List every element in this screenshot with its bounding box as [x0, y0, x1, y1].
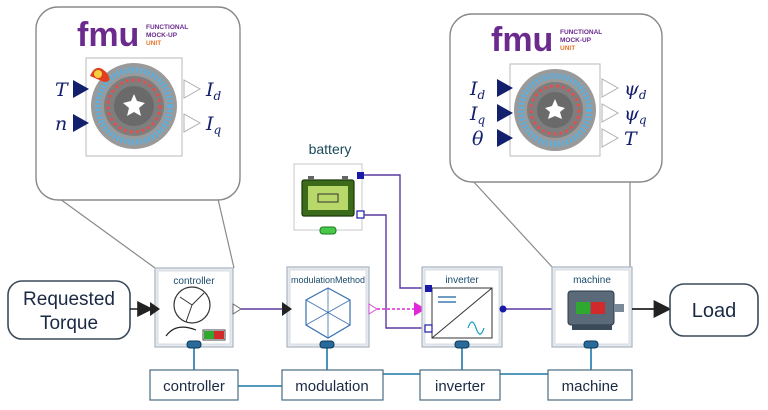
- input-label-n: n: [55, 113, 67, 135]
- input-label-T: T: [55, 79, 69, 101]
- fmu-logo-caption-2: MOCK-UP: [560, 37, 592, 44]
- motor-indicator-green: [576, 302, 590, 314]
- output-port-psiq: [601, 103, 620, 123]
- inverter-block-title: inverter: [445, 275, 479, 286]
- controller-input-port: [150, 302, 160, 316]
- fmu-logo-caption-2: MOCK-UP: [146, 32, 178, 39]
- output-port-Iq: [183, 113, 202, 133]
- input-port-T: [73, 80, 89, 98]
- output-port-Id: [183, 79, 202, 99]
- fmu-logo-caption-3: UNIT: [560, 45, 575, 52]
- inverter-input-arrow: [414, 302, 426, 316]
- input-port-Iq: [497, 104, 513, 122]
- motor-indicator-red: [591, 302, 605, 314]
- controller-block-title: controller: [173, 276, 215, 287]
- bus-label-controller: controller: [163, 378, 225, 395]
- controller-bus-port: [186, 340, 202, 349]
- fmu-logo-caption-1: FUNCTIONAL: [146, 24, 188, 31]
- bus-label-inverter: inverter: [435, 378, 485, 395]
- machine-block-title: machine: [573, 275, 611, 286]
- fmu-logo-left: fmu FUNCTIONAL MOCK-UP UNIT: [77, 16, 188, 54]
- fmu-logo-caption-3: UNIT: [146, 40, 161, 47]
- fmu-callout-left: fmu FUNCTIONAL MOCK-UP UNIT T n Id Iq: [35, 6, 241, 269]
- callout-right-leader-lines: [471, 179, 631, 269]
- inverter-block: inverter: [421, 266, 503, 349]
- input-label-theta: θ: [472, 128, 484, 150]
- modulation-bus-port: [319, 340, 335, 349]
- battery-icon-resistor: [317, 193, 339, 203]
- fmu-callout-right: fmu FUNCTIONAL MOCK-UP UNIT Id Iq θ ψd ψ…: [449, 13, 663, 269]
- battery-icon-panel: [308, 186, 348, 210]
- motor-base-icon: [572, 325, 612, 330]
- inverter-symbol-diagonal: [431, 287, 493, 339]
- battery-terminal-pos: [342, 176, 348, 180]
- input-port-theta: [497, 129, 513, 147]
- output-port-psid: [601, 78, 620, 98]
- machine-block: machine: [551, 266, 633, 349]
- inverter-dc-symbol: [438, 296, 456, 303]
- bus-connections: [193, 344, 592, 387]
- modulation-input-port: [282, 302, 292, 316]
- input-label-Iq: Iq: [469, 103, 486, 127]
- modulation-output-port: [368, 303, 378, 315]
- controller-battery-red: [214, 331, 224, 339]
- fmu-logo-caption-1: FUNCTIONAL: [560, 29, 602, 36]
- output-label-psid: ψd: [624, 78, 647, 102]
- battery-component: battery: [293, 141, 365, 235]
- fmu-logo-text: fmu: [491, 21, 553, 59]
- motor-icon-right: [514, 69, 596, 151]
- input-port-Id: [497, 79, 513, 97]
- requested-torque-box: [7, 280, 131, 340]
- load-box: [669, 283, 759, 337]
- controller-block: controller: [150, 267, 242, 349]
- heatmap-icon-core: [94, 70, 102, 78]
- fmu-logo-text: fmu: [77, 16, 139, 54]
- battery-terminal-neg: [308, 176, 314, 180]
- battery-wire-negative: [364, 214, 428, 329]
- requested-torque-label-line1: Requested: [23, 289, 115, 310]
- machine-bus-port: [583, 340, 599, 349]
- battery-label: battery: [309, 141, 352, 157]
- controller-output-port: [232, 303, 242, 315]
- output-port-T: [601, 128, 620, 148]
- inverter-port-positive: [425, 285, 432, 292]
- bus-label-modulation: modulation: [295, 378, 368, 395]
- inverter-port-negative: [424, 324, 433, 333]
- inverter-ac-wave-icon: [467, 321, 485, 335]
- load-label: Load: [692, 300, 737, 322]
- output-label-Iq: Iq: [205, 113, 222, 137]
- motor-shaft-icon: [614, 304, 624, 312]
- input-port-n: [73, 114, 89, 132]
- output-label-psiq: ψq: [624, 103, 647, 127]
- requested-torque-label-line2: Torque: [40, 313, 98, 334]
- output-label-T: T: [624, 128, 638, 150]
- modulation-block: modulationMethod: [282, 266, 378, 349]
- controller-curve-icon: [165, 326, 197, 337]
- fmu-logo-right: fmu FUNCTIONAL MOCK-UP UNIT: [491, 21, 602, 59]
- bus-label-modulation-box: [281, 369, 384, 401]
- inverter-bus-port: [454, 340, 470, 349]
- battery-heat-port: [319, 226, 337, 235]
- controller-dial-icon: [173, 286, 211, 324]
- bus-label-machine-box: [547, 369, 633, 401]
- controller-battery-green: [204, 331, 214, 339]
- bus-label-machine: machine: [562, 378, 619, 395]
- hexagon-spokes: [305, 288, 351, 338]
- bus-label-controller-box: [149, 369, 239, 401]
- motor-icon-left: [91, 63, 177, 149]
- inverter-output-port: [499, 305, 507, 313]
- battery-port-positive: [357, 172, 364, 179]
- input-label-Id: Id: [469, 78, 486, 102]
- controller-dial-needles: [179, 292, 205, 323]
- modulation-block-title: modulationMethod: [291, 275, 365, 285]
- bus-label-inverter-box: [419, 369, 501, 401]
- battery-port-negative: [356, 210, 365, 219]
- callout-left-leader-lines: [59, 198, 235, 269]
- battery-wire-positive: [364, 174, 428, 289]
- output-label-Id: Id: [205, 79, 222, 103]
